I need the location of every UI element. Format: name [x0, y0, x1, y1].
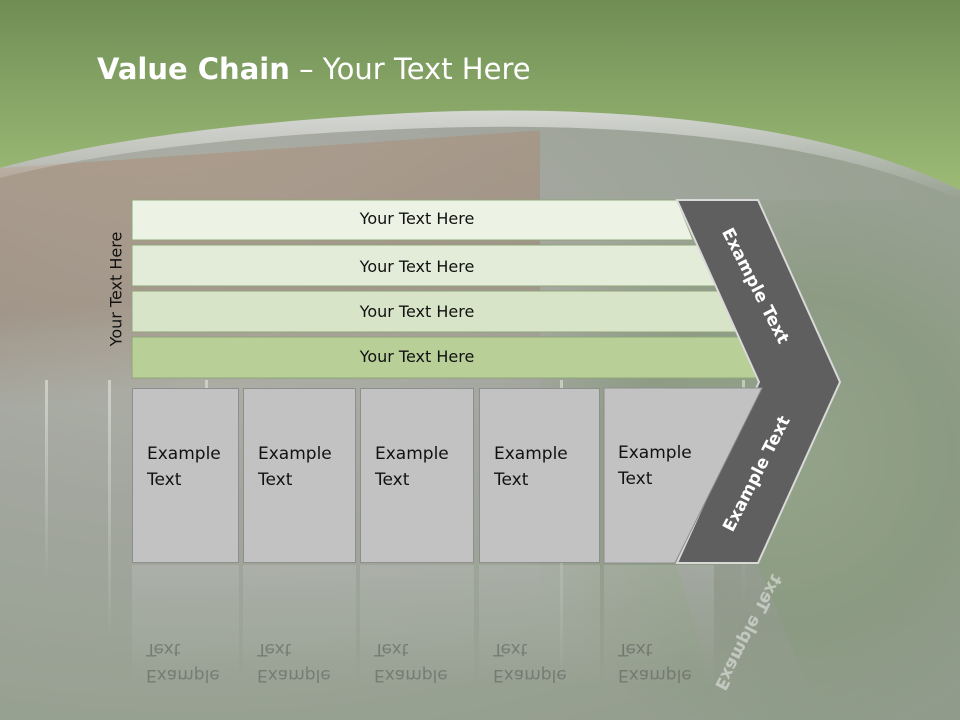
row-bar-1 [131, 199, 694, 241]
row-label-4: Your Text Here [359, 347, 475, 366]
slide-title: Value Chain – Your Text Here [97, 52, 531, 86]
activity-box-3: Example Text [360, 388, 474, 563]
activity-box-label: Example Text [258, 444, 332, 490]
activity-box-label: Example Text [494, 444, 568, 490]
title-rest: – Your Text Here [289, 52, 531, 86]
title-bold: Value Chain [97, 52, 290, 86]
activity-box-label: Example Text [375, 444, 449, 490]
row-label-1: Your Text Here [359, 209, 475, 228]
activity-box-4: Example Text [479, 388, 600, 563]
rain-streak [45, 380, 48, 580]
activity-box-5 [603, 387, 763, 564]
rain-streak [108, 380, 111, 640]
row-label-2: Your Text Here [359, 257, 475, 276]
chevron-arrow [675, 199, 842, 564]
chevron-reflection [677, 565, 810, 720]
activity-box-label: Example Text [618, 443, 692, 489]
activity-box-1: Example Text [132, 388, 239, 563]
activity-box-2: Example Text [243, 388, 356, 563]
row-label-3: Your Text Here [359, 302, 475, 321]
activity-box-label: Example Text [147, 444, 221, 490]
header-band [0, 0, 960, 200]
